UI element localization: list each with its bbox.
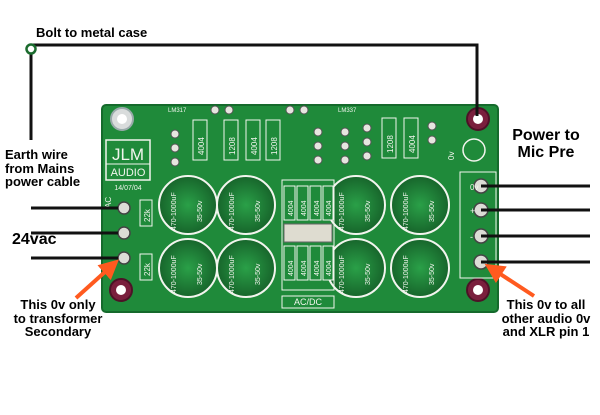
dropper-label-3: 1208 bbox=[386, 135, 395, 153]
power-label-line-1: Power to bbox=[512, 127, 580, 144]
power-label-line-2: Mic Pre bbox=[517, 143, 575, 161]
right-note-line-2: other audio 0v bbox=[501, 310, 591, 326]
terminal-minus-mark: - bbox=[470, 232, 473, 242]
power-output-wires bbox=[481, 184, 590, 264]
cap-rating-label: 470-1000uF bbox=[171, 192, 178, 230]
logo-audio-text: AUDIO bbox=[111, 167, 146, 179]
logo-jlm-text: JLM bbox=[112, 145, 144, 164]
bolt-label: Bolt to metal case bbox=[36, 25, 148, 40]
cap-voltage-label: 35-50v bbox=[429, 263, 436, 285]
capacitor bbox=[158, 175, 218, 235]
diode-label-2: 4004 bbox=[250, 137, 259, 155]
resistor-label-top: 22k bbox=[143, 208, 152, 222]
bridge-diode-label: 4004 bbox=[288, 200, 295, 216]
cap-rating-label: 470-1000uF bbox=[403, 255, 410, 293]
cap-voltage-label: 35-50v bbox=[197, 263, 204, 285]
terminal-plus-mark: + bbox=[470, 206, 475, 216]
regulator-label-lm337: LM337 bbox=[338, 108, 357, 114]
ac-dc-label: AC/DC bbox=[294, 297, 323, 307]
capacitor-labels: 470-1000uF 35-50v 470-1000uF 35-50v 470-… bbox=[171, 192, 436, 293]
left-0v-arrow bbox=[74, 259, 119, 300]
earth-label-line-3: power cable bbox=[5, 174, 81, 190]
diode-label-3: 4004 bbox=[408, 135, 417, 153]
left-note-line-1: This 0v only bbox=[20, 297, 96, 312]
power-to-mic-pre-label: Power to Mic Pre bbox=[500, 127, 592, 162]
cap-rating-label: 470-1000uF bbox=[171, 255, 178, 293]
cap-voltage-label: 35-50v bbox=[365, 200, 372, 222]
capacitor bbox=[390, 238, 450, 298]
left-0v-note: This 0v only to transformer Secondary bbox=[0, 298, 116, 339]
vac-label: 24vac bbox=[12, 231, 57, 248]
capacitor bbox=[326, 238, 386, 298]
capacitor bbox=[216, 238, 276, 298]
capacitor bbox=[158, 238, 218, 298]
jlm-audio-logo: JLM AUDIO 14/07/04 bbox=[105, 139, 151, 192]
dropper-label-2: 1208 bbox=[270, 137, 279, 155]
right-0v-note: This 0v to all other audio 0v and XLR pi… bbox=[492, 298, 600, 339]
led-0v-label: 0v bbox=[447, 152, 456, 160]
cap-rating-label: 470-1000uF bbox=[339, 192, 346, 230]
right-note-line-1: This 0v to all bbox=[506, 297, 586, 312]
bridge-diode-label: 4004 bbox=[314, 260, 321, 276]
bridge-diode-label: 4004 bbox=[301, 200, 308, 216]
capacitor-array bbox=[158, 175, 450, 298]
right-0v-arrow bbox=[484, 263, 536, 298]
component-pads bbox=[170, 105, 437, 167]
top-components: 4004 1208 4004 1208 1208 4004 LM317 LM33… bbox=[168, 108, 419, 161]
capacitor bbox=[216, 175, 276, 235]
right-note-line-3: and XLR pin 1 bbox=[502, 324, 590, 340]
bridge-diode-label: 4004 bbox=[288, 260, 295, 276]
cap-rating-label: 470-1000uF bbox=[229, 192, 236, 230]
capacitor bbox=[390, 175, 450, 235]
cap-voltage-label: 35-50v bbox=[429, 200, 436, 222]
earth-label-line-2: from Mains bbox=[5, 160, 75, 176]
ac-silk-label: AC bbox=[104, 197, 113, 208]
input-pads bbox=[117, 201, 131, 265]
bridge-pad-strip bbox=[283, 223, 333, 243]
cap-voltage-label: 35-50v bbox=[255, 263, 262, 285]
resistor-22k-top: 22k bbox=[139, 199, 153, 227]
resistor-label-bottom: 22k bbox=[143, 262, 152, 276]
mounting-hole-bottom-right bbox=[466, 278, 490, 302]
bridge-diode-label: 4004 bbox=[301, 260, 308, 276]
bridge-diode-label: 4004 bbox=[314, 200, 321, 216]
left-note-line-2: to transformer bbox=[13, 310, 103, 326]
bridge-diode-label: 4004 bbox=[326, 260, 333, 276]
bridge-diode-label: 4004 bbox=[326, 200, 333, 216]
left-note-line-3: Secondary bbox=[24, 324, 92, 340]
diode-label-1: 4004 bbox=[197, 137, 206, 155]
capacitor bbox=[326, 175, 386, 235]
earth-label-line-1: Earth wire bbox=[5, 147, 68, 162]
earth-terminal bbox=[25, 43, 37, 55]
vac-input-wires bbox=[31, 206, 118, 260]
regulator-label-lm317: LM317 bbox=[168, 108, 187, 114]
dropper-label-1: 1208 bbox=[228, 137, 237, 155]
earth-wire-label: Earth wire from Mains power cable bbox=[5, 148, 80, 189]
cap-rating-label: 470-1000uF bbox=[403, 192, 410, 230]
cap-voltage-label: 35-50v bbox=[197, 200, 204, 222]
cap-rating-label: 470-1000uF bbox=[229, 255, 236, 293]
terminal-0v-mark: 0v bbox=[470, 183, 478, 192]
resistor-22k-bottom: 22k bbox=[139, 253, 153, 281]
status-led: 0v bbox=[447, 138, 486, 162]
mounting-hole-bottom-left bbox=[109, 278, 133, 302]
mounting-hole-top-left bbox=[110, 107, 134, 131]
cap-rating-label: 470-1000uF bbox=[339, 255, 346, 293]
cap-voltage-label: 35-50v bbox=[365, 263, 372, 285]
board-date-text: 14/07/04 bbox=[114, 185, 141, 192]
cap-voltage-label: 35-50v bbox=[255, 200, 262, 222]
diode-bridge: 4004 4004 4004 4004 4004 4004 4004 4004 … bbox=[281, 179, 335, 309]
